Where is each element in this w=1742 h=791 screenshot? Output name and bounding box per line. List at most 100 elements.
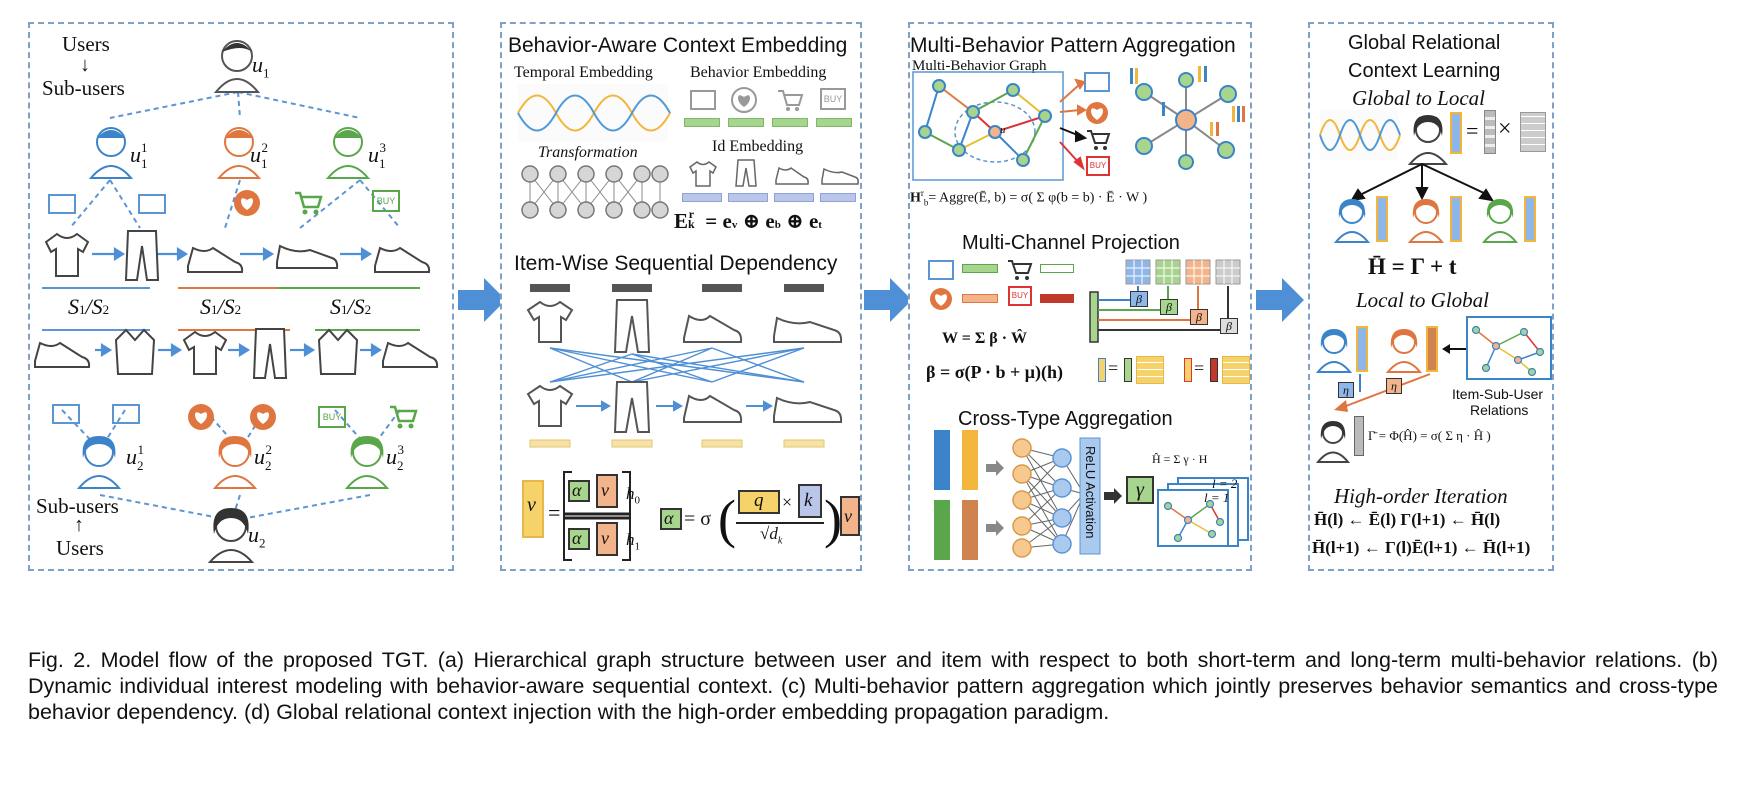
layer-2-label: l = 2 <box>1212 476 1238 491</box>
sequence-s1-label: S1/S2 <box>68 294 110 319</box>
global-to-local-label: Global to Local <box>1352 86 1486 110</box>
weight-matrix <box>1136 356 1164 384</box>
flow-arrow-b-to-c <box>864 278 912 322</box>
behavior-aggregation-graphic <box>1130 66 1245 170</box>
user-u2-label: u2 <box>248 522 266 551</box>
equals-sign: = <box>1466 118 1479 143</box>
sigma-equals: = σ <box>684 508 712 530</box>
equals-sign: = <box>548 500 561 525</box>
sub-user-embedding-bar <box>1426 326 1438 372</box>
alpha-symbol: α <box>572 480 582 500</box>
figure-caption: Fig. 2. Model flow of the proposed TGT. … <box>28 648 1718 724</box>
behavior-embedding-bar <box>772 118 808 127</box>
beta-formula: β = σ(P · b + μ)(h) <box>926 362 1063 382</box>
subuser-u1-2-avatar <box>216 127 262 179</box>
times-sign: × <box>782 492 793 512</box>
sneaker-item-icon <box>775 166 809 185</box>
relations-to-subuser-arrow <box>1442 344 1466 354</box>
user-embedding-bar <box>1450 112 1462 154</box>
local-user-blue-avatar <box>1333 199 1371 243</box>
sequence-s3-label: S1/S2 <box>330 294 372 319</box>
buy-icon: BUY <box>1008 286 1032 306</box>
subuser-u1-1-label: u11 <box>130 140 148 171</box>
behavior-embedding-bar <box>816 118 852 127</box>
view-icon <box>928 260 954 280</box>
temporal-wave-graphic <box>517 84 671 142</box>
relations-label-line2: Relations <box>1470 402 1529 418</box>
sneaker-item-icon <box>382 341 439 368</box>
subuser-u2-3-avatar <box>344 436 390 489</box>
global-context-title-line1: Global Relational <box>1348 32 1501 54</box>
wb-formula: W = Σ β · Ŵ <box>942 330 1028 347</box>
beta-weight-box: β <box>1160 299 1178 315</box>
favorite-icon <box>1086 102 1108 124</box>
channel-bar-orange <box>962 294 998 303</box>
coat-item-icon <box>114 328 156 375</box>
id-embedding-label: Id Embedding <box>712 138 804 155</box>
cart-icon <box>295 191 323 215</box>
local-to-global-label: Local to Global <box>1356 288 1490 312</box>
behavior-embedding-bar <box>684 118 720 127</box>
value-symbol: v <box>527 494 536 516</box>
value-symbol: v <box>601 480 609 500</box>
coat-item-icon <box>317 328 359 375</box>
users-top-label: Users <box>62 32 110 56</box>
open-paren: ( <box>718 489 736 549</box>
id-embedding-bar <box>728 193 768 202</box>
subuser-u1-1-avatar <box>88 127 134 179</box>
user-u2-avatar <box>207 508 255 563</box>
dress-shoe-item-icon <box>821 167 859 185</box>
attention-bracket <box>563 471 631 561</box>
favorite-icon <box>188 404 214 430</box>
close-paren: ) <box>824 489 842 549</box>
behavior-embedding-label: Behavior Embedding <box>690 64 827 81</box>
relu-activation-label: ReLU Activation <box>1083 446 1098 539</box>
aggregated-user-avatar <box>1315 421 1351 463</box>
behavior-embedding-bar <box>728 118 764 127</box>
global-user-avatar <box>1407 115 1449 165</box>
key-box <box>798 484 822 518</box>
pants-item-icon <box>124 230 160 281</box>
sneaker-item-icon <box>34 341 91 368</box>
cart-icon <box>1087 130 1111 150</box>
alpha-symbol: α <box>664 508 674 528</box>
sequence-s2-label: S1/S2 <box>200 294 242 319</box>
alpha-box <box>568 480 590 502</box>
subusers-bottom-label: Sub-users <box>36 494 119 518</box>
weight-matrix <box>1222 356 1250 384</box>
tshirt-item-icon <box>182 330 228 375</box>
sqrt-dk: √dk <box>760 524 783 547</box>
channel-bar-green <box>962 264 998 273</box>
eta-weight-box: η <box>1386 378 1402 394</box>
favorite-icon <box>731 87 757 113</box>
view-icon <box>138 194 166 214</box>
pattern-aggregation-title: Multi-Behavior Pattern Aggregation <box>910 34 1236 57</box>
alpha-box <box>568 528 590 550</box>
sneaker-item-icon <box>187 246 244 273</box>
alpha-box <box>660 508 682 530</box>
id-embedding-bar <box>774 193 814 202</box>
favorite-icon <box>250 404 276 430</box>
query-box <box>738 490 780 514</box>
local-embedding-bar <box>1376 196 1388 242</box>
relations-label-line1: Item-Sub-User <box>1452 386 1544 402</box>
subuser-u2-2-label: u22 <box>254 442 272 473</box>
view-icon <box>690 90 716 110</box>
graph-to-behavior-arrows <box>1059 78 1088 171</box>
channel-bar-green <box>1124 358 1132 382</box>
sneaker-item-icon <box>374 246 431 273</box>
buy-icon: BUY <box>1086 156 1110 176</box>
query-symbol: q <box>754 490 764 511</box>
value-box <box>596 474 618 508</box>
flow-arrow-a-to-b <box>458 278 506 322</box>
h1-label: h1 <box>626 530 640 553</box>
buy-icon: BUY <box>820 88 846 110</box>
sub-user-orange-avatar <box>1385 329 1423 373</box>
times-sign: × <box>1498 116 1512 142</box>
transformation-network <box>521 165 669 219</box>
value-vector-box <box>522 480 544 538</box>
value-box <box>596 522 618 556</box>
aggregated-embedding-bar <box>1354 416 1364 456</box>
ui-node-label: u <box>1000 124 1006 136</box>
eta-weight-box: η <box>1338 382 1354 398</box>
